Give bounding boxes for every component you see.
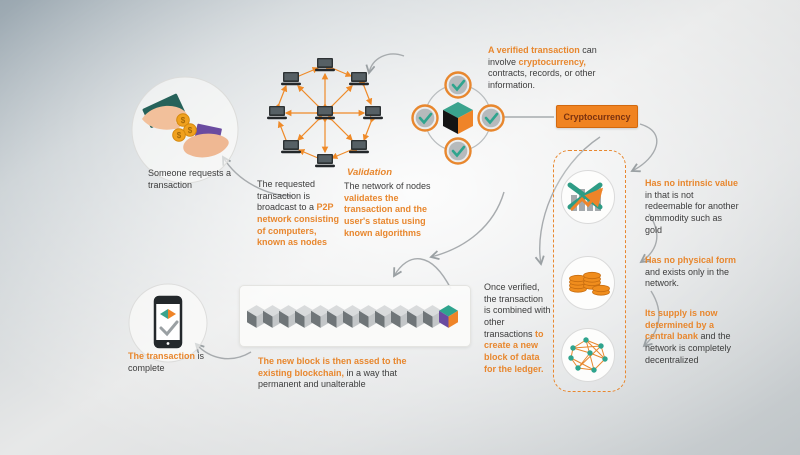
cryptocurrency-button[interactable]: Cryptocurrency [556, 105, 638, 128]
block-cube-icon [443, 102, 473, 134]
arrow-button-to-verified [540, 136, 601, 264]
coins-icon [561, 256, 615, 310]
phone-check-icon [128, 283, 208, 363]
validation-heading: Validation [347, 167, 393, 178]
p2p-network-icon [267, 58, 383, 168]
network-graph-icon [561, 328, 615, 382]
verified-note: A verified transaction can involve crypt… [488, 45, 597, 91]
broadcast-caption: The requested transaction is broadcast t… [257, 179, 340, 248]
svg-text:$: $ [181, 116, 186, 125]
arrow-to-network [369, 53, 405, 73]
validation-caption: The network of nodes validates the trans… [344, 181, 431, 238]
fact-physical-form: Has no physical form and exists only in … [645, 255, 737, 289]
fact-supply: Its supply is now determined by a centra… [645, 308, 732, 365]
request-caption: Someone requests a transaction [148, 168, 232, 190]
arrow-to-request [223, 157, 293, 197]
complete-caption: The transaction is complete [128, 351, 205, 373]
app-logo-icon [160, 309, 176, 319]
blockchain-cubes [240, 286, 470, 346]
block-cube [439, 304, 458, 328]
chart-icon [561, 170, 615, 224]
transaction-request-icon: $ $ $ [131, 76, 239, 184]
block-cube [391, 304, 410, 328]
receiving-hand-icon [183, 133, 229, 158]
new-block-caption: The new block is then assed to the exist… [258, 356, 407, 390]
blockchain-box [239, 285, 471, 347]
svg-text:$: $ [177, 131, 182, 140]
arrow-box-to-phone [196, 344, 252, 360]
giving-hand-icon [142, 105, 188, 130]
validation-nodes-icon [411, 71, 505, 165]
once-verified-caption: Once verified, the transaction is combin… [484, 282, 551, 374]
svg-text:$: $ [188, 126, 193, 135]
panel-icons [561, 170, 615, 382]
arrow-cluster-to-verified [431, 191, 505, 257]
coin-icon: $ $ $ [172, 113, 197, 142]
arrow-verified-to-box [394, 258, 452, 290]
arrow-button-to-panel [632, 123, 658, 171]
fact-intrinsic-value: Has no intrinsic value in that is not re… [645, 178, 739, 235]
block-cube [359, 304, 378, 328]
arrow-fact2-to-graph [644, 290, 660, 346]
arrow-fact1-to-coins [641, 213, 658, 262]
check-circle-icon [411, 71, 505, 165]
